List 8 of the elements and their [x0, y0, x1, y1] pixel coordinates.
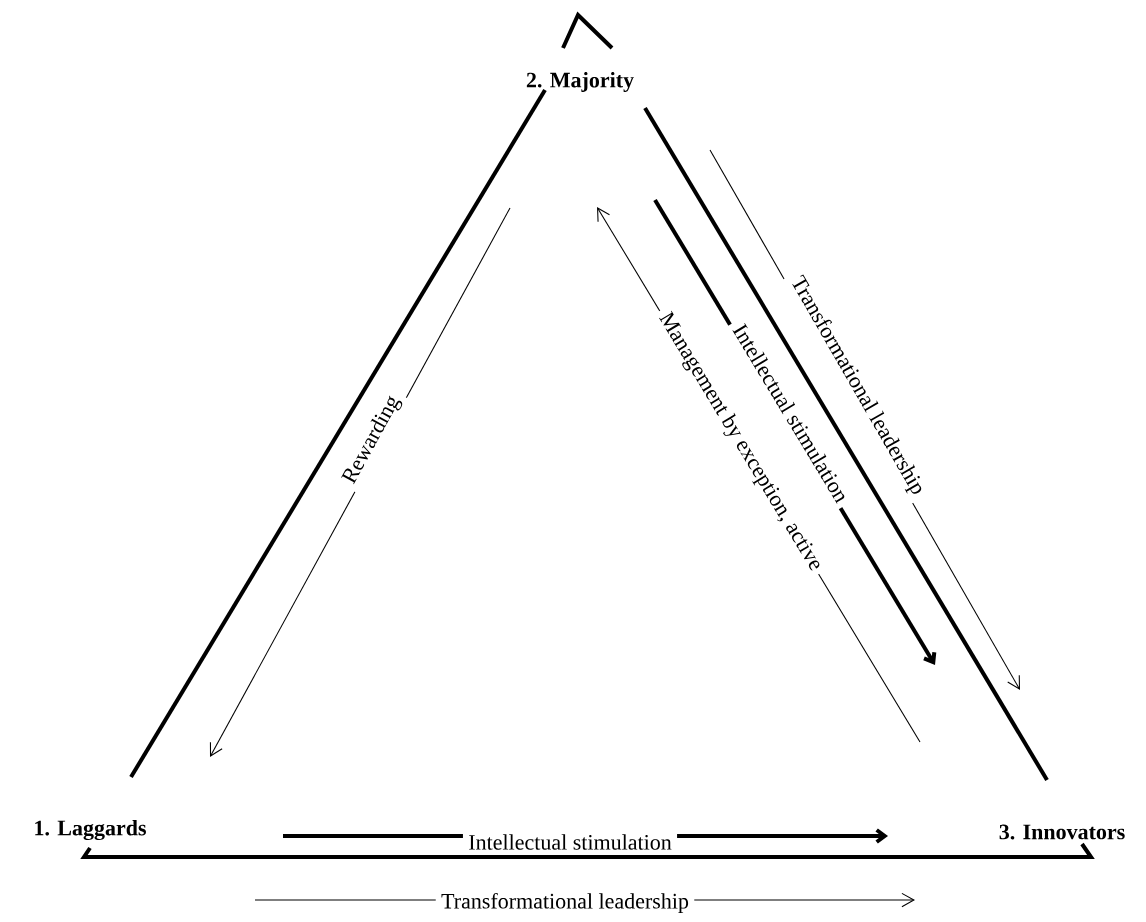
- corner-label: 3. Innovators: [999, 824, 1125, 840]
- corner-label: 1. Laggards: [35, 819, 146, 841]
- triangle-side: [80, 842, 1095, 859]
- arrow-label: Intellectual stimulation: [462, 828, 678, 856]
- triangle-side: [129, 88, 547, 779]
- arrow-label: Transformational leadership: [435, 887, 695, 919]
- triangle-side: [643, 107, 1049, 782]
- corner-label: 2. Majority: [526, 72, 634, 92]
